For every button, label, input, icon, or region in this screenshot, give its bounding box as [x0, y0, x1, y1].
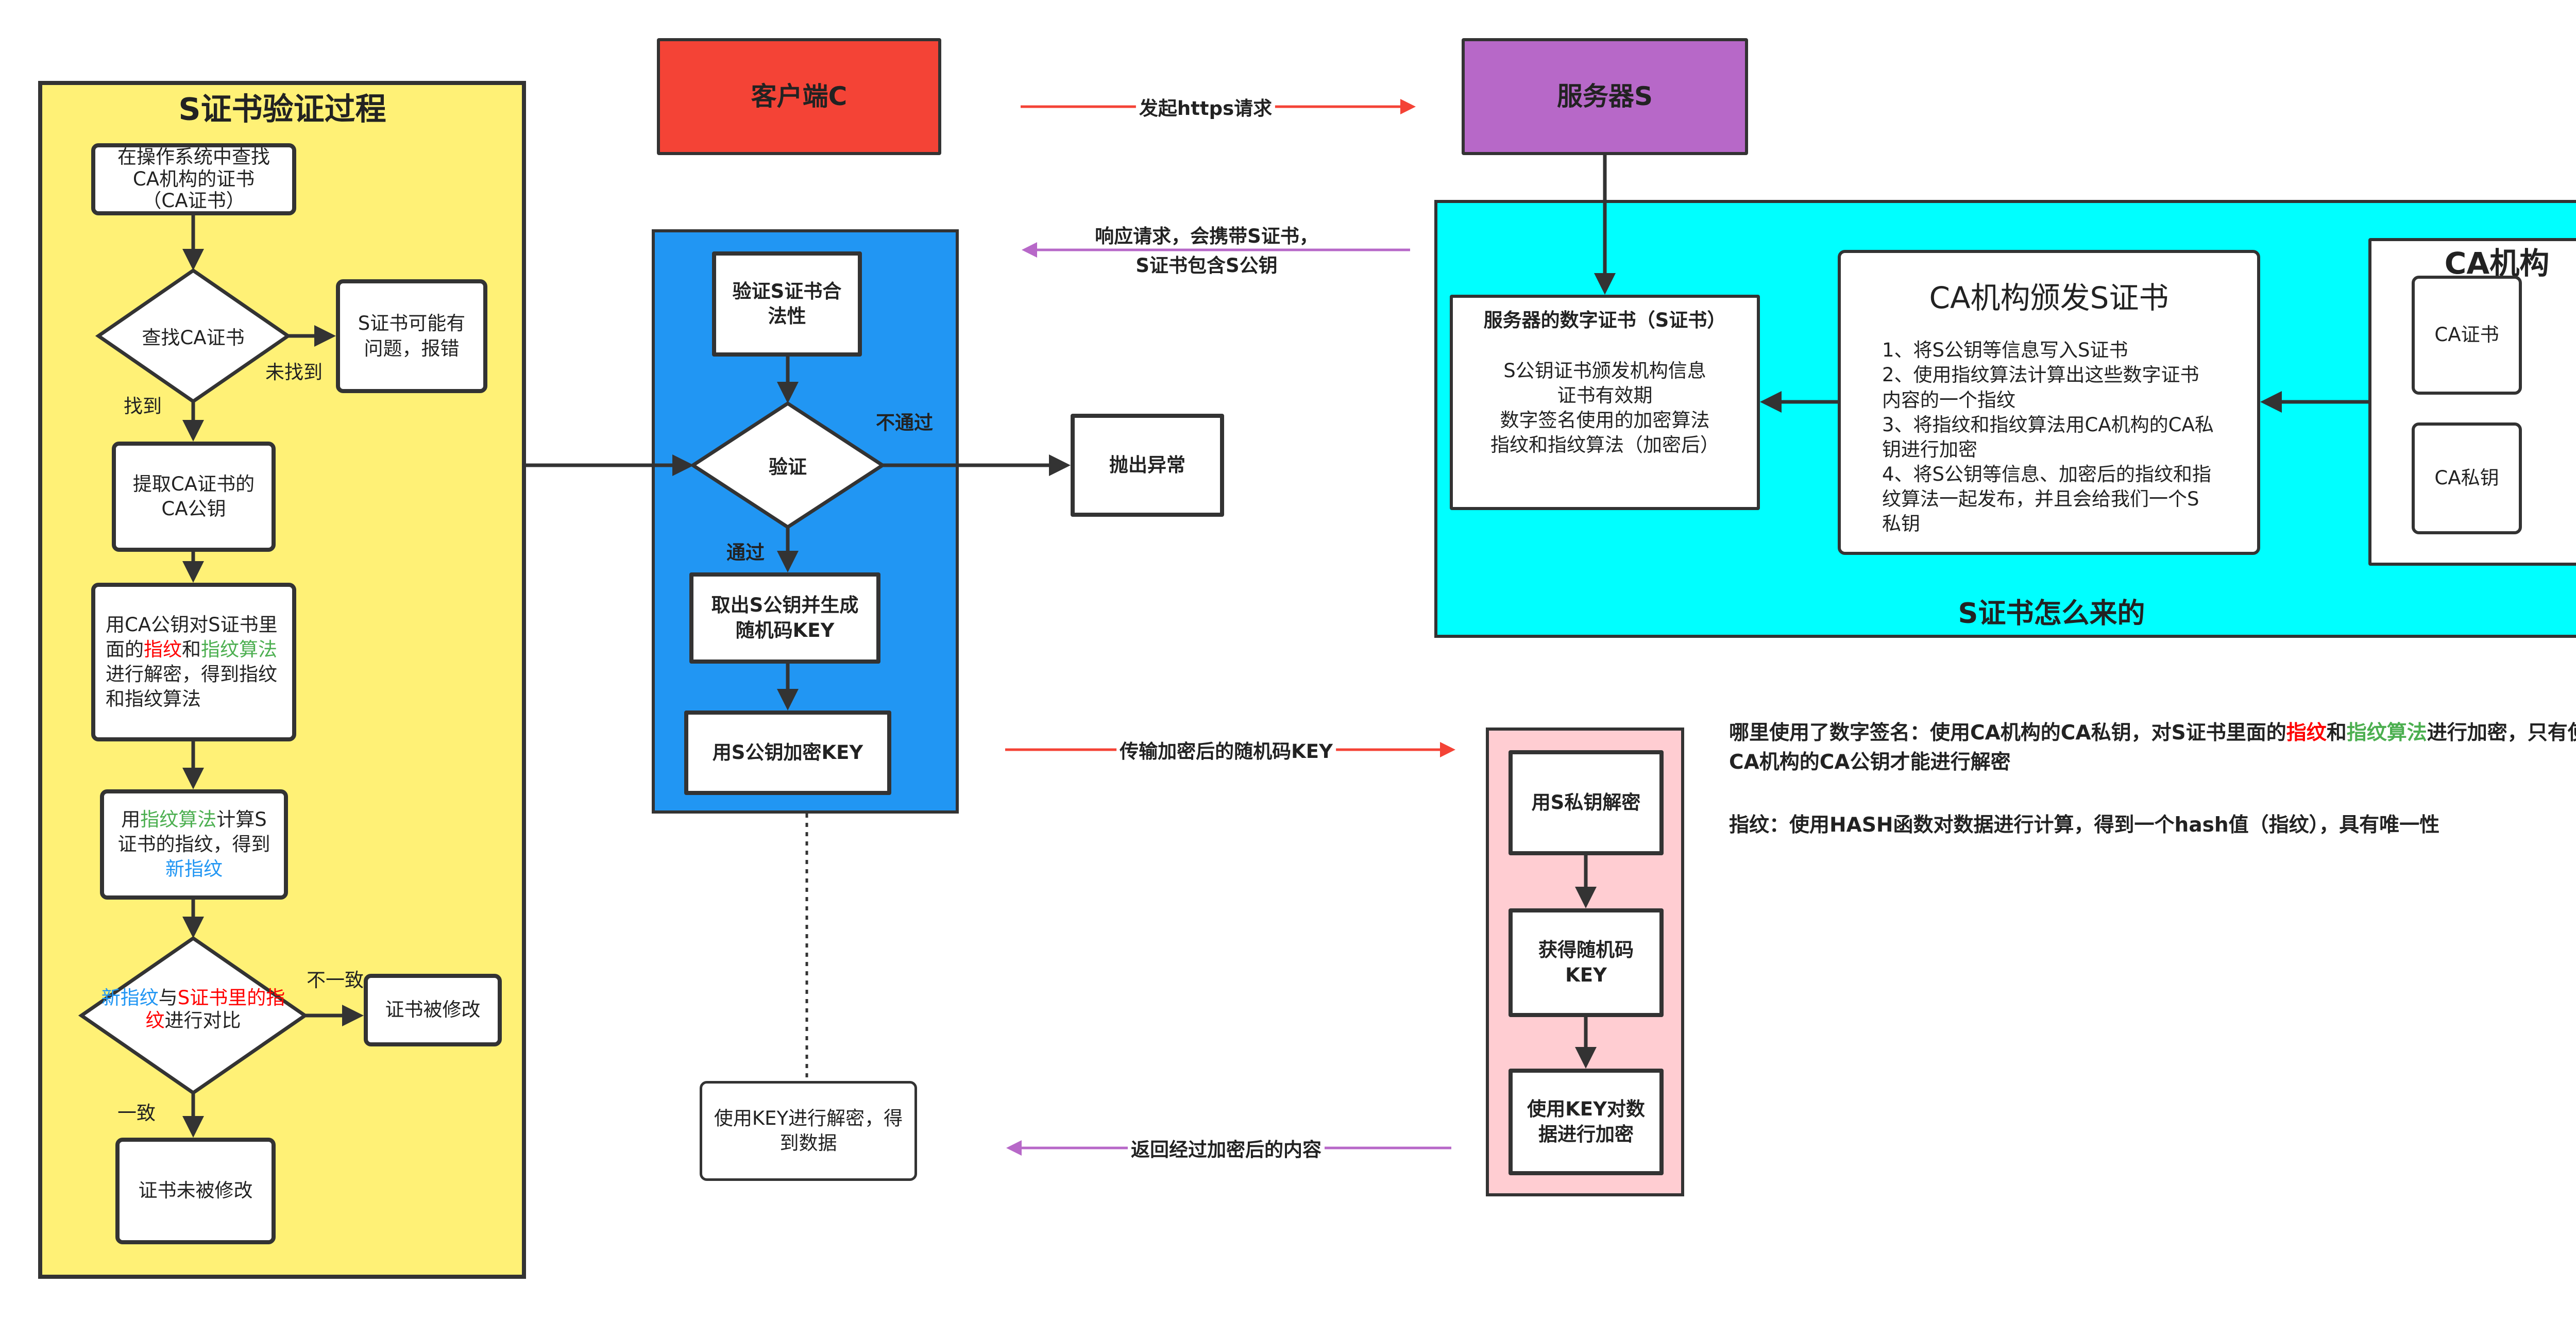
text: 用 — [121, 808, 141, 831]
gen-key-box: 取出S公钥并生成随机码KEY — [689, 572, 880, 664]
decrypt-box: 用CA公钥对S证书里面的指纹和指纹算法进行解密，得到指纹和指纹算法 — [91, 583, 296, 741]
text: 和 — [182, 638, 201, 661]
validate-box: 验证S证书合法性 — [712, 251, 862, 357]
cert-line: 数字签名使用的加密算法 — [1500, 409, 1710, 432]
ca-panel-caption: S证书怎么来的 — [1958, 597, 2145, 630]
text: 指纹算法 — [2346, 721, 2427, 745]
server-node: 服务器S — [1462, 38, 1748, 155]
issue-step: 3、将指纹和指纹算法用CA机构的CA私钥进行加密 — [1882, 413, 2214, 461]
highlight-algorithm: 指纹算法 — [201, 638, 277, 661]
decision-find-ca-label: 查找CA证书 — [142, 327, 245, 349]
throw-box: 抛出异常 — [1071, 414, 1224, 517]
text: 新指纹 — [101, 987, 159, 1009]
signature-note: 哪里使用了数字签名：使用CA机构的CA私钥，对S证书里面的指纹和指纹算法进行加密… — [1729, 719, 2576, 777]
fingerprint-note: 指纹：使用HASH函数对数据进行计算，得到一个hash值（指纹），具有唯一性 — [1729, 814, 2440, 837]
decision-find-ca — [95, 268, 292, 404]
mismatch-label: 不一致 — [307, 969, 364, 991]
ca-issue-title: CA机构颁发S证书 — [1929, 280, 2169, 315]
issue-step: 4、将S公钥等信息、加密后的指纹和指纹算法一起发布，并且会给我们一个S私钥 — [1882, 463, 2212, 535]
extract-key-box: 提取CA证书的CA公钥 — [112, 442, 276, 552]
request-label: 发起https请求 — [1136, 93, 1276, 121]
text: 和 — [2326, 721, 2347, 745]
modified-box: 证书被修改 — [364, 974, 502, 1046]
text: 哪里使用了数字签名：使用CA机构的CA私钥，对S证书里面的 — [1729, 721, 2286, 745]
server-cert-box: 服务器的数字证书（S证书） S公钥证书颁发机构信息 证书有效期 数字签名使用的加… — [1450, 295, 1760, 510]
error-box: S证书可能有问题，报错 — [336, 279, 487, 393]
text: 指纹 — [2286, 721, 2327, 745]
return-label: 返回经过加密后的内容 — [1128, 1134, 1325, 1162]
text: 进行加密，只有使用CA机构的CA公钥才能进行解密 — [1729, 721, 2576, 774]
verify-title: S证书验证过程 — [178, 91, 386, 128]
server-cert-title: 服务器的数字证书（S证书） — [1483, 309, 1726, 331]
pass-label: 通过 — [726, 542, 765, 564]
response-label-1: 响应请求，会携带S证书， — [1095, 225, 1318, 247]
fail-label: 不通过 — [876, 412, 933, 434]
text: 用CA公钥对S证书里面的 — [106, 613, 278, 661]
not-modified-box: 证书未被修改 — [115, 1138, 276, 1244]
ca-issue-box: CA机构颁发S证书 1、将S公钥等信息写入S证书 2、使用指纹算法计算出这些数字… — [1838, 250, 2260, 555]
s-decrypt-box: 用S私钥解密 — [1509, 750, 1664, 855]
response-label-2: S证书包含S公钥 — [1136, 255, 1278, 277]
ca-cert-box: CA证书 — [2412, 276, 2522, 395]
decrypt-data-box: 使用KEY进行解密，得到数据 — [700, 1081, 917, 1181]
found-label: 找到 — [124, 395, 162, 417]
cert-line: S公钥证书颁发机构信息 — [1503, 360, 1706, 382]
cert-line: 证书有效期 — [1557, 384, 1653, 407]
ca-authority-title: CA机构 — [2444, 246, 2550, 281]
highlight-algorithm: 指纹算法 — [140, 808, 217, 831]
text: 进行解密，得到指纹和指纹算法 — [106, 663, 277, 711]
encrypt-data-box: 使用KEY对数据进行加密 — [1509, 1069, 1664, 1175]
text: S证书里的指纹 — [145, 987, 285, 1032]
not-found-label: 未找到 — [265, 361, 323, 383]
get-key-box: 获得随机码KEY — [1509, 908, 1664, 1017]
highlight-fingerprint: 指纹 — [144, 638, 182, 661]
highlight-new-fingerprint: 新指纹 — [165, 858, 223, 881]
text: 进行对比 — [164, 1009, 241, 1032]
decision-verify — [689, 401, 886, 530]
decision-compare-label: 新指纹与S证书里的指纹进行对比 — [100, 987, 286, 1033]
encrypt-key-box: 用S公钥加密KEY — [684, 711, 891, 795]
text: 与 — [158, 987, 178, 1009]
find-ca-box: 在操作系统中查找CA机构的证书（CA证书） — [91, 143, 296, 215]
cert-line: 指纹和指纹算法（加密后） — [1490, 434, 1719, 456]
match-label: 一致 — [117, 1102, 156, 1124]
verify-decision-label: 验证 — [769, 456, 807, 478]
ca-private-key-box: CA私钥 — [2412, 422, 2522, 534]
send-key-label: 传输加密后的随机码KEY — [1116, 736, 1336, 764]
text: 计算S证书的指纹，得到 — [117, 808, 270, 855]
issue-step: 1、将S公钥等信息写入S证书 — [1882, 339, 2128, 362]
client-node: 客户端C — [657, 38, 941, 155]
issue-step: 2、使用指纹算法计算出这些数字证书内容的一个指纹 — [1882, 364, 2199, 411]
decision-compare — [78, 936, 309, 1095]
compute-box: 用指纹算法计算S证书的指纹，得到新指纹 — [100, 789, 288, 900]
